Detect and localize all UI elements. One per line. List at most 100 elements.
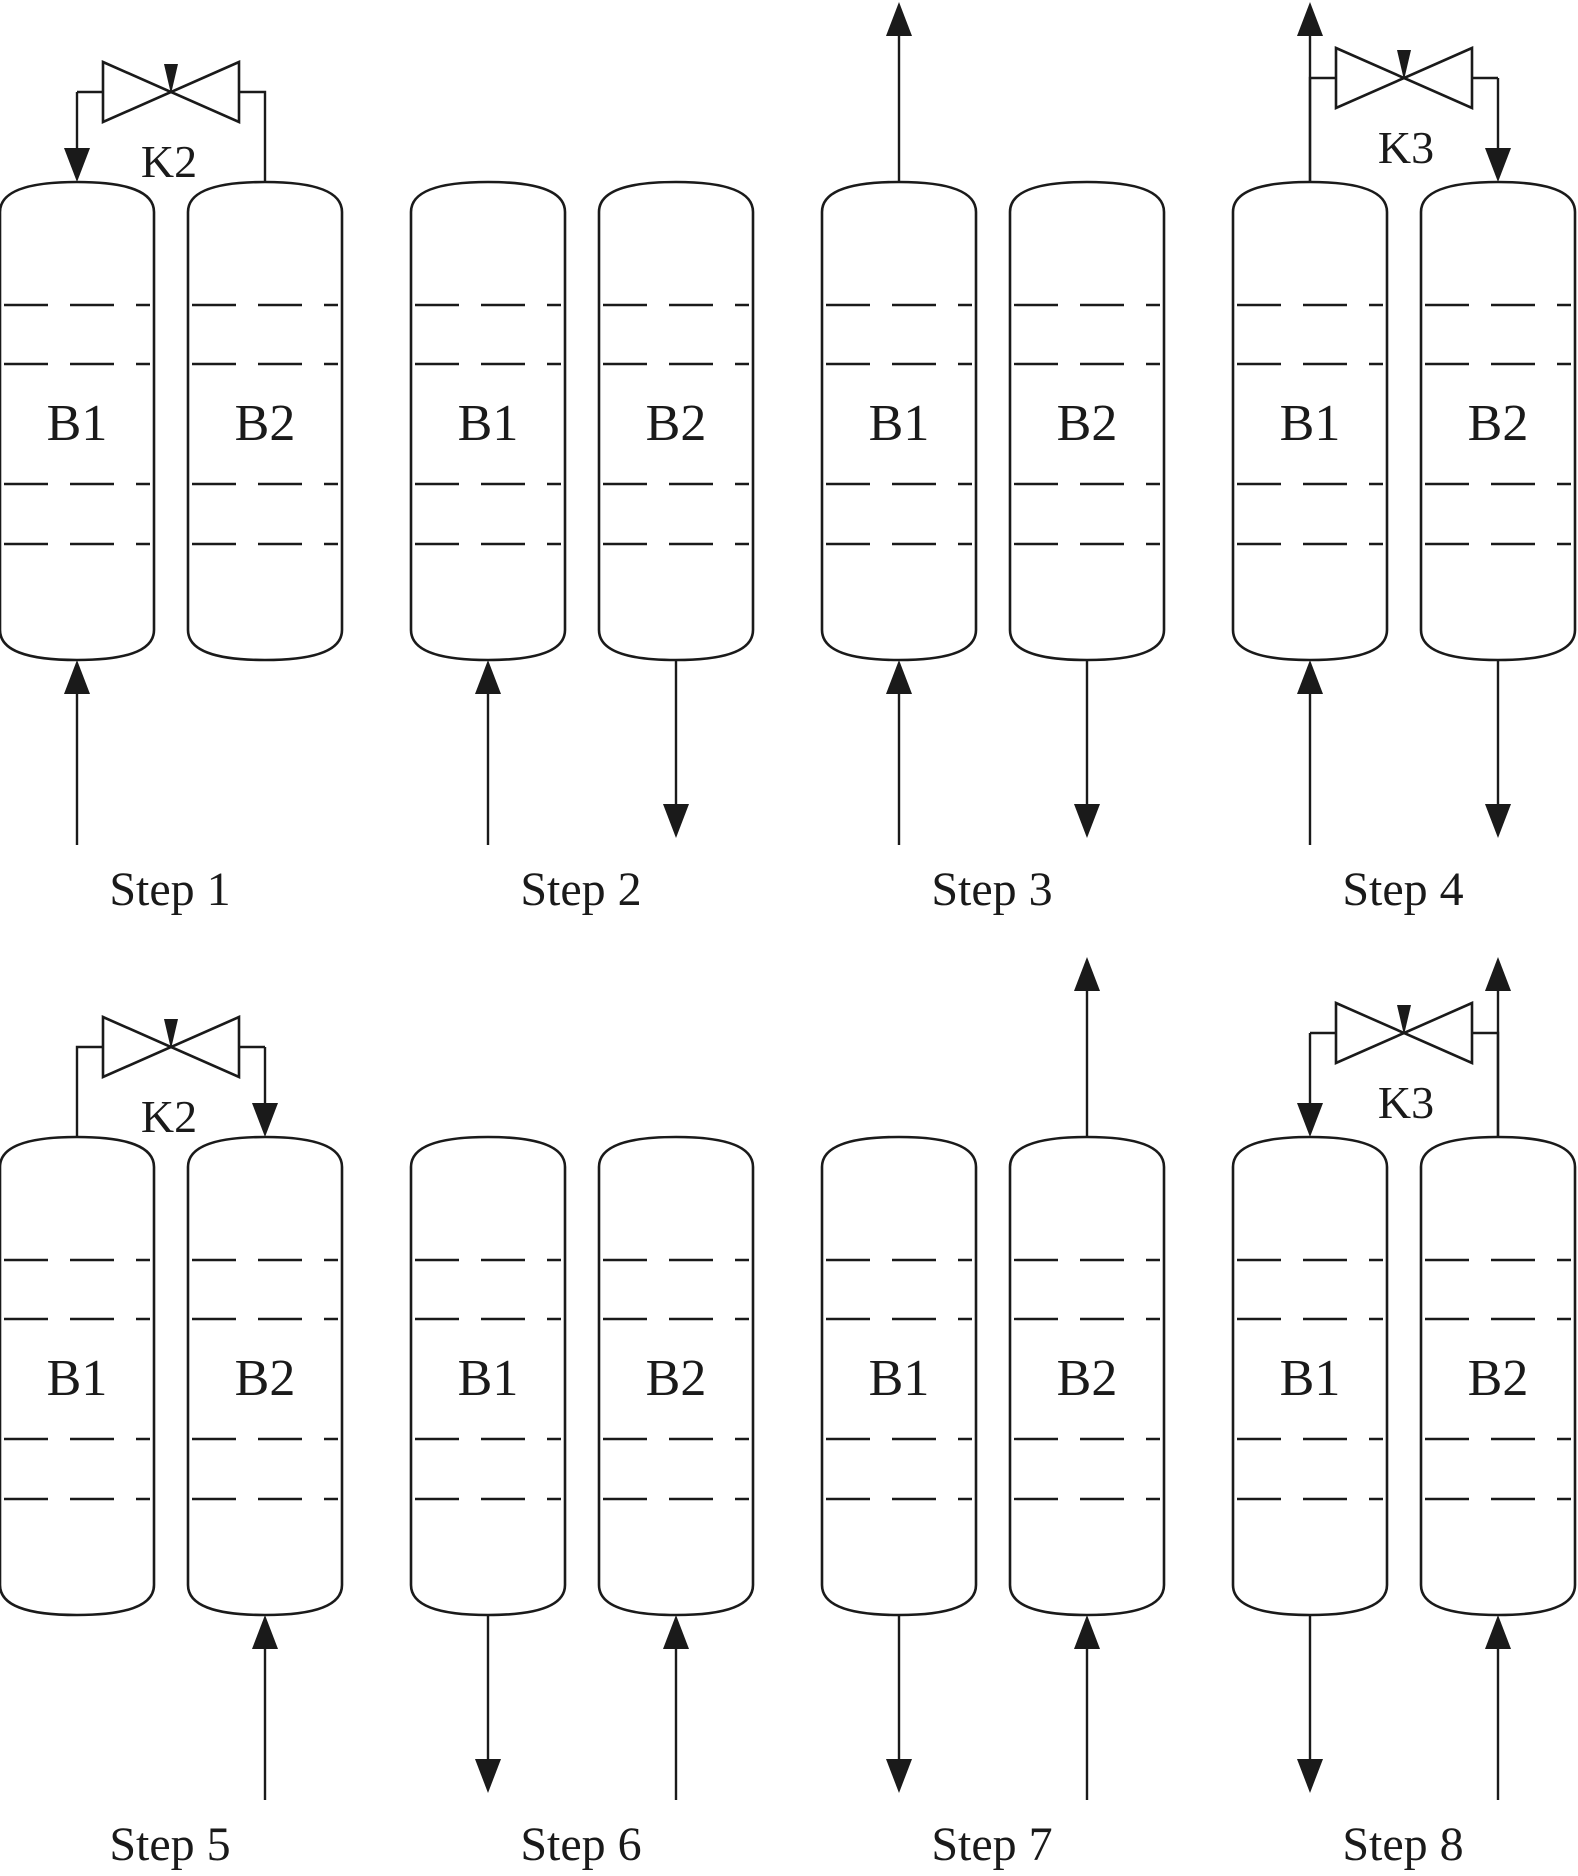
valve-label: K3 [1378, 122, 1434, 173]
adsorption-bed: B1 [409, 1135, 567, 1617]
exhaust-out-arrow [1297, 1615, 1323, 1793]
equalization-line [1297, 1031, 1500, 1137]
adsorption-bed: B1 [0, 1135, 156, 1617]
adsorption-bed: B1 [820, 180, 978, 662]
bed-label: B1 [47, 1350, 108, 1407]
bed-vessel [0, 1135, 156, 1617]
adsorption-bed: B2 [186, 180, 344, 662]
bed-label: B1 [869, 395, 930, 452]
arrowhead [663, 804, 689, 838]
exhaust-out-arrow [1074, 660, 1100, 838]
bed-label: B2 [235, 1350, 296, 1407]
bed-label: B2 [1468, 395, 1529, 452]
feed-in-arrow [64, 660, 90, 845]
valve-stem [1397, 1005, 1411, 1035]
bed-label: B1 [458, 395, 519, 452]
bed-label: B1 [869, 1350, 930, 1407]
arrowhead [1485, 148, 1511, 182]
arrowhead [1485, 1615, 1511, 1649]
arrowhead [1297, 1103, 1323, 1137]
feed-in-arrow [1074, 1615, 1100, 1800]
feed-in-arrow [1297, 660, 1323, 845]
adsorption-bed: B1 [0, 180, 156, 662]
bed-vessel [1231, 1135, 1389, 1617]
arrowhead [252, 1615, 278, 1649]
bed-vessel [597, 180, 755, 662]
feed-in-arrow [252, 1615, 278, 1800]
step-label: Step 5 [109, 1818, 230, 1871]
feed-in-arrow [1485, 1615, 1511, 1800]
bed-label: B1 [1280, 1350, 1341, 1407]
arrowhead [663, 1615, 689, 1649]
arrowhead [1297, 2, 1323, 36]
valve-icon [101, 60, 241, 124]
bed-label: B2 [1057, 395, 1118, 452]
product-out-arrow [1074, 957, 1100, 1137]
step-label: Step 8 [1342, 1818, 1463, 1871]
equalization-arrow [1485, 78, 1511, 182]
adsorption-bed: B1 [409, 180, 567, 662]
equalization-arrow [252, 1047, 278, 1137]
bed-vessel [409, 180, 567, 662]
arrowhead [1074, 957, 1100, 991]
adsorption-bed: B2 [1008, 180, 1166, 662]
exhaust-out-arrow [663, 660, 689, 838]
arrowhead [1074, 804, 1100, 838]
valve-label: K2 [141, 136, 197, 187]
arrowhead [64, 660, 90, 694]
valve-label: K2 [141, 1091, 197, 1142]
step-label: Step 1 [109, 863, 230, 916]
arrowhead [475, 1759, 501, 1793]
exhaust-out-arrow [886, 1615, 912, 1793]
adsorption-bed: B1 [820, 1135, 978, 1617]
arrowhead [1074, 1615, 1100, 1649]
step-label: Step 2 [520, 863, 641, 916]
bed-vessel [820, 1135, 978, 1617]
valve-icon [1334, 1001, 1474, 1065]
bed-vessel [409, 1135, 567, 1617]
bed-vessel [186, 1135, 344, 1617]
adsorption-bed: B2 [1419, 1135, 1577, 1617]
feed-in-arrow [886, 660, 912, 845]
adsorption-bed: B2 [597, 180, 755, 662]
exhaust-out-arrow [475, 1615, 501, 1793]
bed-label: B2 [235, 395, 296, 452]
step-label: Step 3 [931, 863, 1052, 916]
arrowhead [886, 1759, 912, 1793]
arrowhead [1297, 660, 1323, 694]
valve-label: K3 [1378, 1077, 1434, 1128]
adsorption-bed: B1 [1231, 1135, 1389, 1617]
valve-stem [1397, 50, 1411, 80]
adsorption-bed: B2 [186, 1135, 344, 1617]
arrowhead [475, 660, 501, 694]
step-label: Step 4 [1342, 863, 1463, 916]
bed-vessel [820, 180, 978, 662]
bed-vessel [186, 180, 344, 662]
bed-vessel [0, 180, 156, 662]
bed-vessel [1008, 1135, 1166, 1617]
arrowhead [252, 1103, 278, 1137]
arrowhead [886, 2, 912, 36]
bed-vessel [1419, 1135, 1577, 1617]
step-label: Step 6 [520, 1818, 641, 1871]
product-out-arrow [886, 2, 912, 182]
valve-stem [164, 64, 178, 94]
adsorption-bed: B1 [1231, 180, 1389, 662]
exhaust-out-arrow [1485, 660, 1511, 838]
feed-in-arrow [475, 660, 501, 845]
valve-icon [1334, 46, 1474, 110]
adsorption-bed: B2 [1419, 180, 1577, 662]
bed-vessel [1008, 180, 1166, 662]
arrowhead [64, 148, 90, 182]
adsorption-bed: B2 [1008, 1135, 1166, 1617]
arrowhead [886, 660, 912, 694]
equalization-arrow [64, 92, 90, 182]
